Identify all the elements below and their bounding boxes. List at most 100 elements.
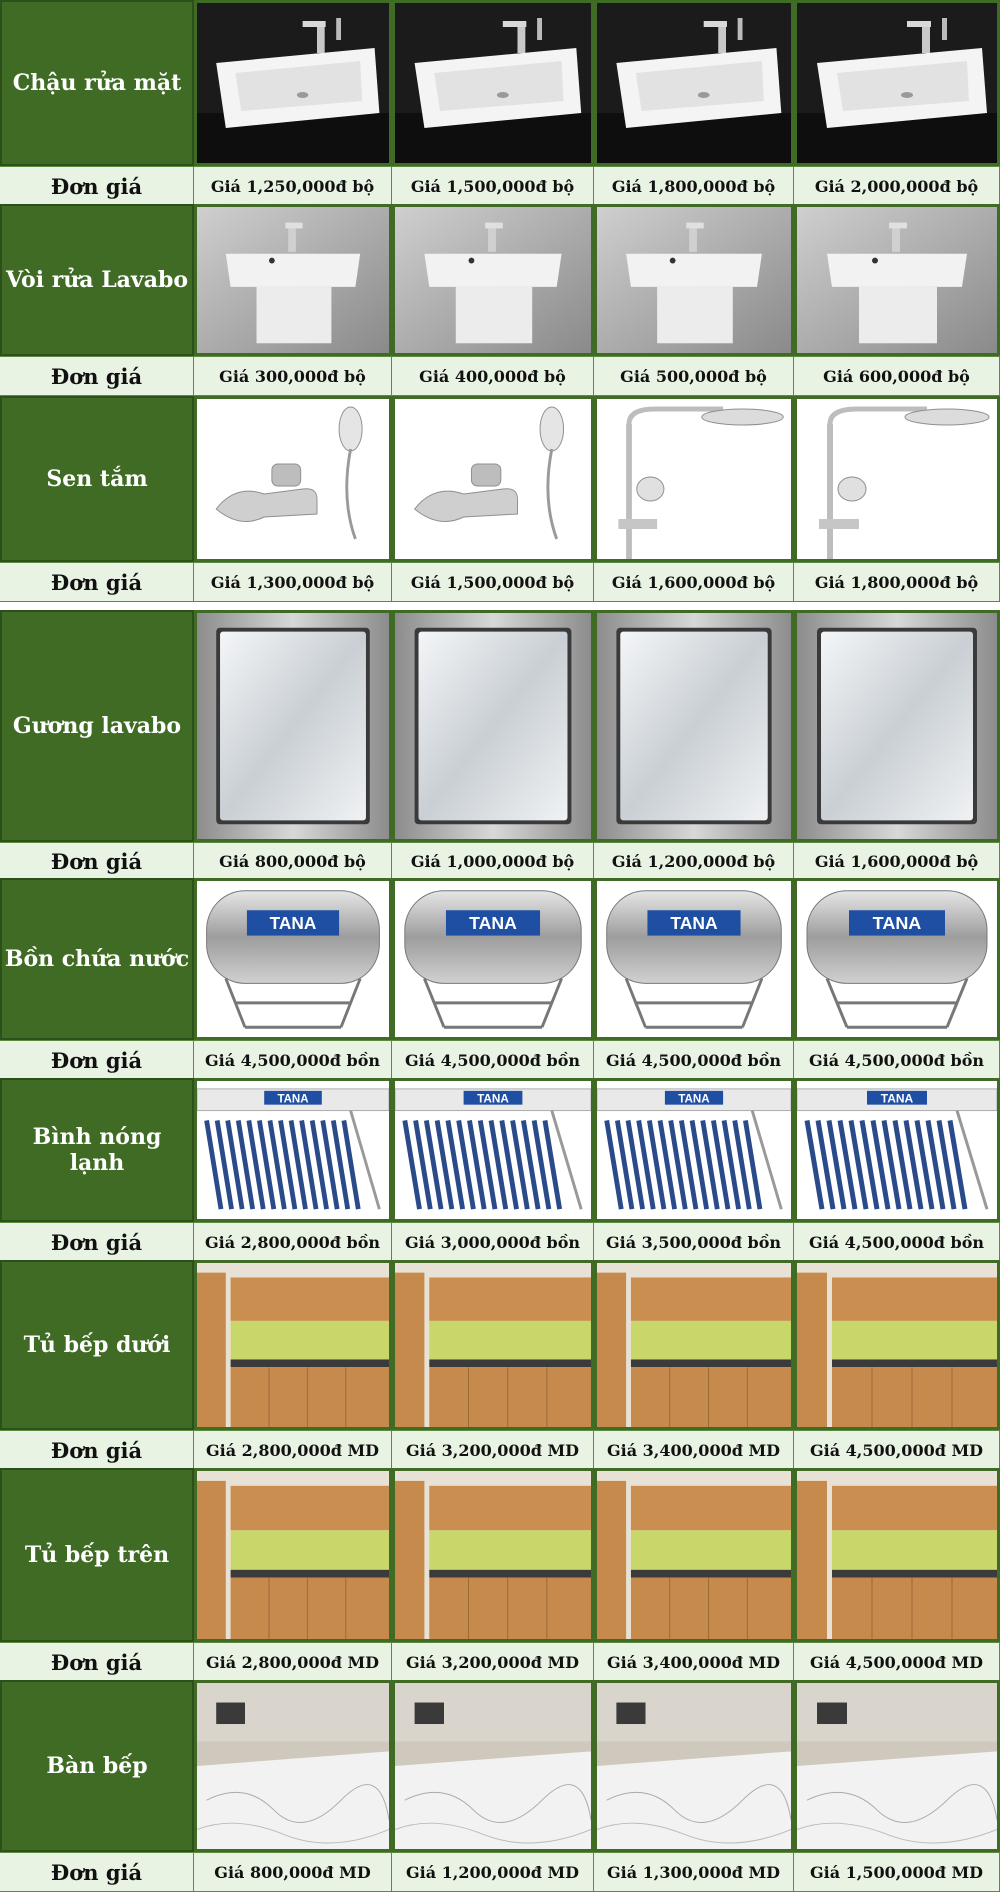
kitchen-cabinet-icon (797, 1263, 997, 1427)
pedestal-sink-icon (597, 207, 791, 353)
kitchen-cabinet-icon (597, 1471, 791, 1639)
mirror-icon (395, 613, 591, 839)
product-image (794, 204, 1000, 356)
price-cell: Giá 4,500,000đ bồn (794, 1223, 1000, 1261)
kitchen-cabinet-icon (197, 1471, 389, 1639)
price-cell: Giá 3,400,000đ MD (594, 1643, 794, 1681)
price-cell: Giá 400,000đ bộ (392, 357, 594, 395)
product-image (194, 204, 392, 356)
product-image (794, 1260, 1000, 1430)
mirror-icon (797, 613, 997, 839)
product-image (392, 204, 594, 356)
price-cell: Giá 3,500,000đ bồn (594, 1223, 794, 1261)
category-label: Gương lavabo (0, 610, 194, 842)
svg-text:TANA: TANA (678, 1093, 710, 1106)
price-cell: Giá 1,300,000đ MD (594, 1853, 794, 1891)
product-image: TANA (392, 878, 594, 1040)
product-image (594, 1468, 794, 1642)
category-label: Bình nóng lạnh (0, 1078, 194, 1222)
price-cell: Giá 800,000đ MD (194, 1853, 392, 1891)
mirror-icon (597, 613, 791, 839)
category-label: Chậu rửa mặt (0, 0, 194, 166)
svg-text:TANA: TANA (469, 913, 517, 933)
price-cell: Giá 1,800,000đ bộ (794, 563, 1000, 601)
water-tank-icon: TANA (797, 881, 997, 1037)
solar-heater-icon: TANA (797, 1081, 997, 1219)
mirror-icon (197, 613, 389, 839)
product-image (594, 396, 794, 562)
price-label: Đơn giá (0, 1853, 194, 1891)
product-image (194, 610, 392, 842)
product-image (392, 396, 594, 562)
price-cell: Giá 4,500,000đ MD (794, 1643, 1000, 1681)
product-image (594, 1260, 794, 1430)
price-label: Đơn giá (0, 1041, 194, 1079)
price-cell: Giá 1,800,000đ bộ (594, 167, 794, 205)
category-label: Tủ bếp dưới (0, 1260, 194, 1430)
product-image: TANA (594, 878, 794, 1040)
marble-countertop-icon (597, 1683, 791, 1849)
product-image: TANA (594, 1078, 794, 1222)
price-cell: Giá 3,200,000đ MD (392, 1431, 594, 1469)
svg-text:TANA: TANA (873, 913, 922, 933)
solar-heater-icon: TANA (197, 1081, 389, 1219)
shower-icon (395, 399, 591, 559)
price-cell: Giá 1,250,000đ bộ (194, 167, 392, 205)
product-row: Bồn chứa nước TANA TANA TANA (0, 878, 1000, 1040)
product-image (392, 610, 594, 842)
product-image (194, 1680, 392, 1852)
product-image (594, 204, 794, 356)
price-cell: Giá 4,500,000đ bồn (392, 1041, 594, 1079)
product-row: Vòi rửa Lavabo (0, 204, 1000, 356)
product-image (194, 1468, 392, 1642)
svg-text:TANA: TANA (277, 1093, 309, 1106)
svg-text:TANA: TANA (270, 913, 317, 933)
water-tank-icon: TANA (395, 881, 591, 1037)
price-cell: Giá 1,200,000đ MD (392, 1853, 594, 1891)
product-image: TANA (194, 1078, 392, 1222)
solar-heater-icon: TANA (395, 1081, 591, 1219)
price-cell: Giá 800,000đ bộ (194, 843, 392, 879)
price-cell: Giá 1,500,000đ bộ (392, 167, 594, 205)
product-image (594, 0, 794, 166)
solar-heater-icon: TANA (597, 1081, 791, 1219)
category-label: Sen tắm (0, 396, 194, 562)
svg-text:TANA: TANA (881, 1092, 914, 1106)
price-label: Đơn giá (0, 1223, 194, 1261)
countertop-basin-icon (597, 3, 791, 163)
price-cell: Giá 1,600,000đ bộ (594, 563, 794, 601)
price-label: Đơn giá (0, 1431, 194, 1469)
price-cell: Giá 3,200,000đ MD (392, 1643, 594, 1681)
product-image: TANA (392, 1078, 594, 1222)
price-cell: Giá 2,800,000đ MD (194, 1643, 392, 1681)
product-image: TANA (194, 878, 392, 1040)
product-image: TANA (794, 1078, 1000, 1222)
price-cell: Giá 1,600,000đ bộ (794, 843, 1000, 879)
shower-icon (197, 399, 389, 559)
price-cell: Giá 600,000đ bộ (794, 357, 1000, 395)
shower-col-icon (597, 399, 791, 559)
product-row: Bàn bếp (0, 1680, 1000, 1852)
product-image (194, 1260, 392, 1430)
water-tank-icon: TANA (597, 881, 791, 1037)
product-row: Tủ bếp dưới (0, 1260, 1000, 1430)
kitchen-cabinet-icon (395, 1263, 591, 1427)
svg-text:TANA: TANA (670, 913, 718, 933)
price-cell: Giá 2,000,000đ bộ (794, 167, 1000, 205)
kitchen-cabinet-icon (797, 1471, 997, 1639)
price-cell: Giá 500,000đ bộ (594, 357, 794, 395)
kitchen-cabinet-icon (197, 1263, 389, 1427)
price-cell: Giá 4,500,000đ bồn (594, 1041, 794, 1079)
price-cell: Giá 4,500,000đ MD (794, 1431, 1000, 1469)
product-image (392, 0, 594, 166)
product-image: TANA (794, 878, 1000, 1040)
product-image (392, 1468, 594, 1642)
marble-countertop-icon (197, 1683, 389, 1849)
